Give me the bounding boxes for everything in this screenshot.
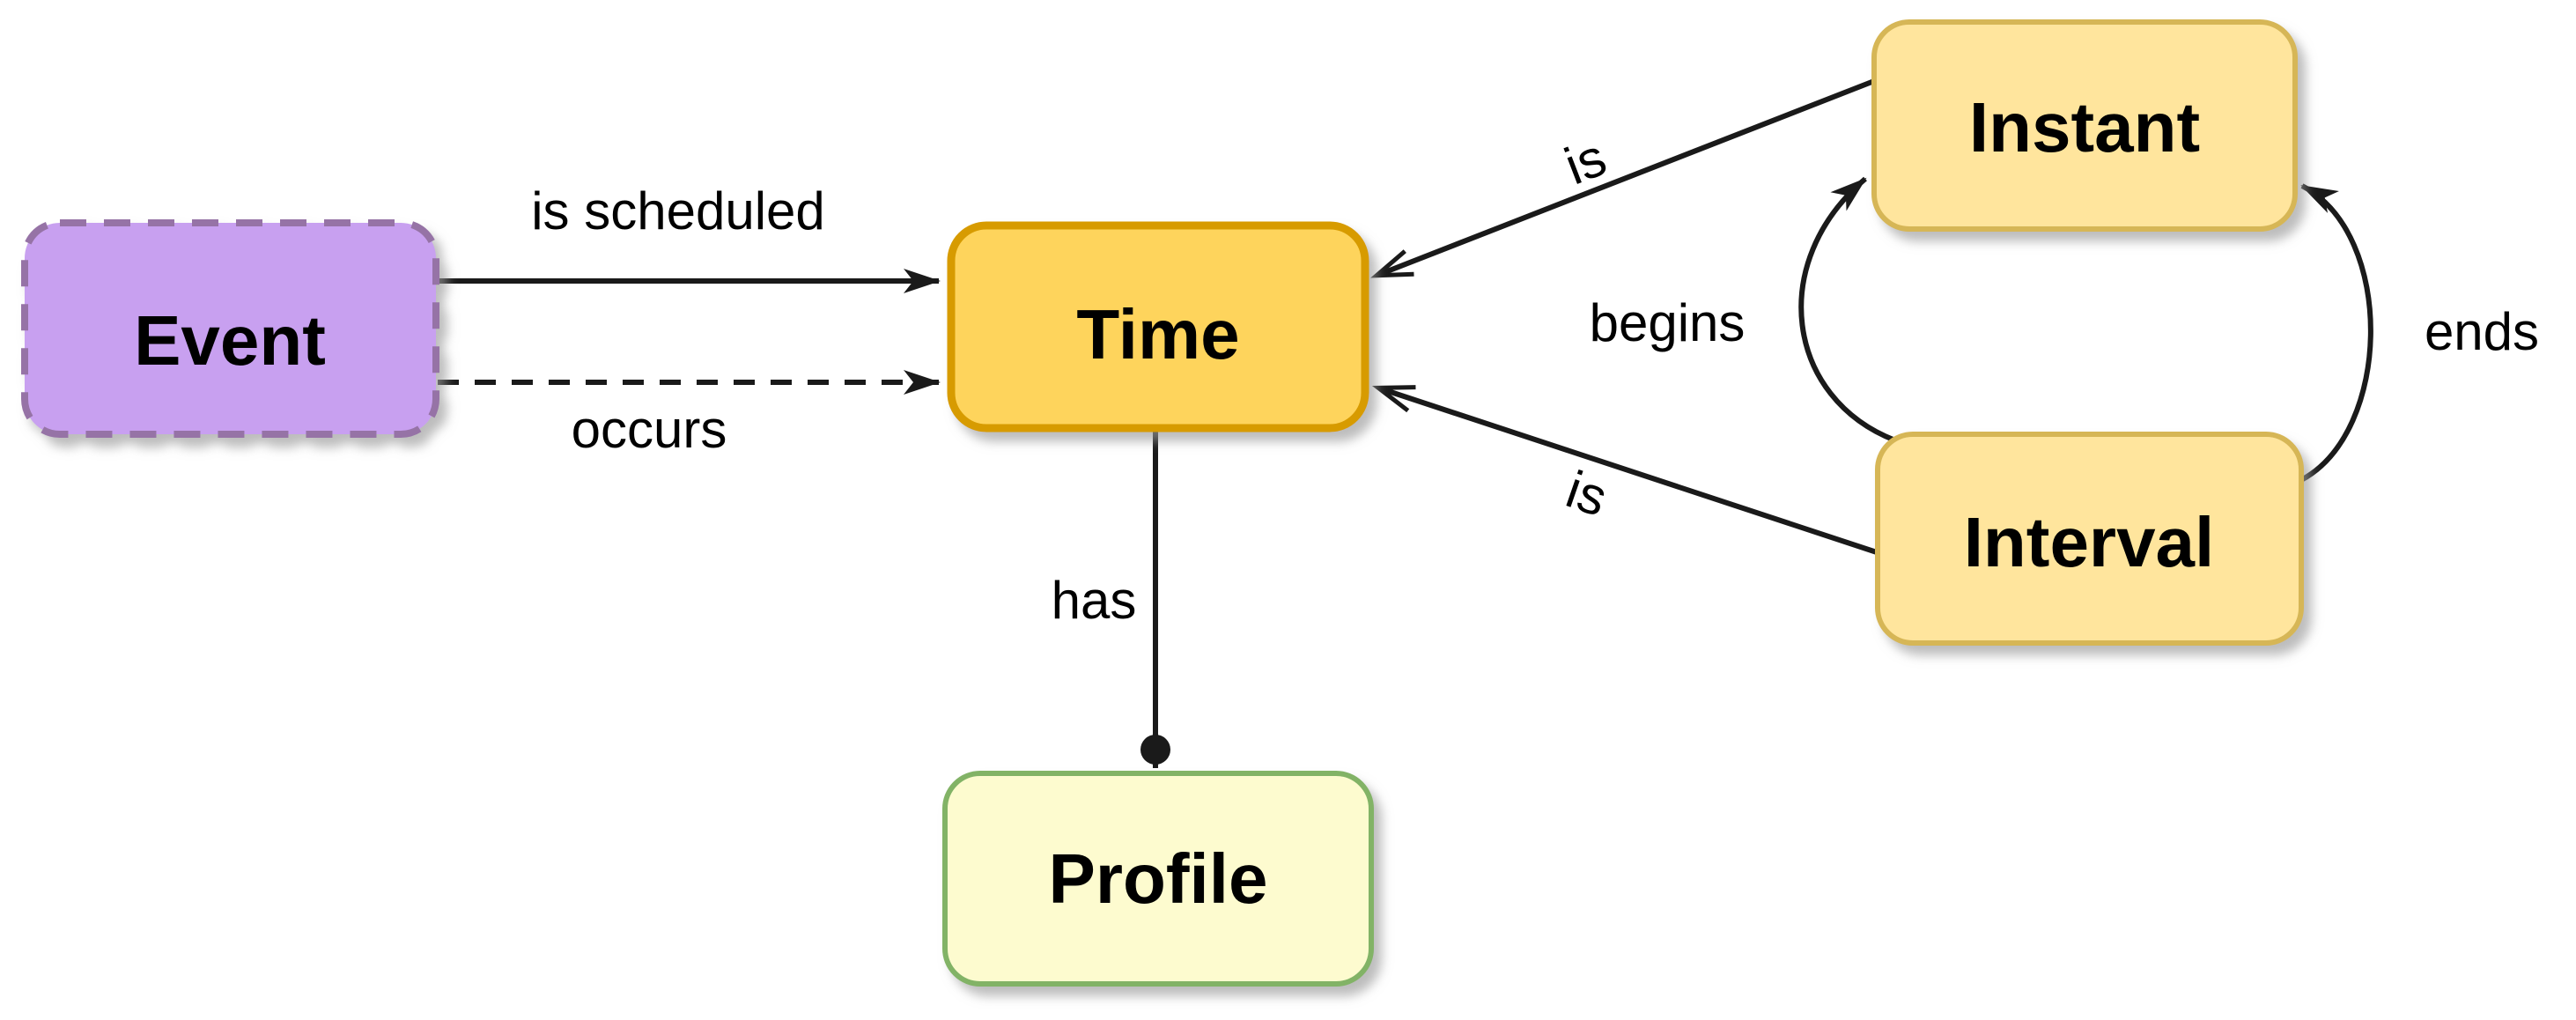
node-profile[interactable]: Profile [942,771,1374,987]
node-interval-box[interactable] [1875,432,2304,646]
edge-occurs[interactable]: occurs [438,370,941,463]
node-event-box[interactable] [21,219,439,438]
edge-has-label: has [1052,571,1137,630]
edge-ends-label: ends [2425,302,2539,361]
edge-has-oval-endpoint [1140,735,1170,765]
edge-begins[interactable]: begins [1585,176,1897,443]
node-interval-label: Interval [1964,503,2215,581]
edge-is-interval-line[interactable] [1371,385,1880,556]
node-event[interactable]: Event [21,219,439,438]
edge-occurs-label: occurs [572,400,727,459]
edge-is-instant-line[interactable] [1370,78,1876,278]
node-interval[interactable]: Interval [1875,432,2304,646]
node-event-label: Event [134,301,326,380]
edge-ends-line[interactable] [2299,183,2373,483]
edge-is-scheduled-label: is scheduled [531,181,825,240]
node-profile-box[interactable] [942,771,1374,987]
node-instant[interactable]: Instant [1871,19,2298,232]
edge-is-scheduled[interactable]: is scheduled [438,177,941,293]
node-profile-label: Profile [1049,839,1268,918]
edge-begins-line[interactable] [1798,176,1897,443]
edge-is-instant[interactable]: is [1370,78,1876,278]
node-time-box[interactable] [947,221,1369,432]
edge-ends[interactable]: ends [2299,183,2543,483]
edge-is-interval[interactable]: is [1371,385,1880,556]
node-instant-label: Instant [1969,88,2200,166]
edge-is-interval-label: is [1559,460,1614,528]
node-time[interactable]: Time [947,221,1369,432]
node-instant-box[interactable] [1871,19,2298,232]
node-time-label: Time [1076,295,1239,373]
edge-begins-label: begins [1590,293,1746,352]
edge-has[interactable]: has [1047,431,1170,768]
